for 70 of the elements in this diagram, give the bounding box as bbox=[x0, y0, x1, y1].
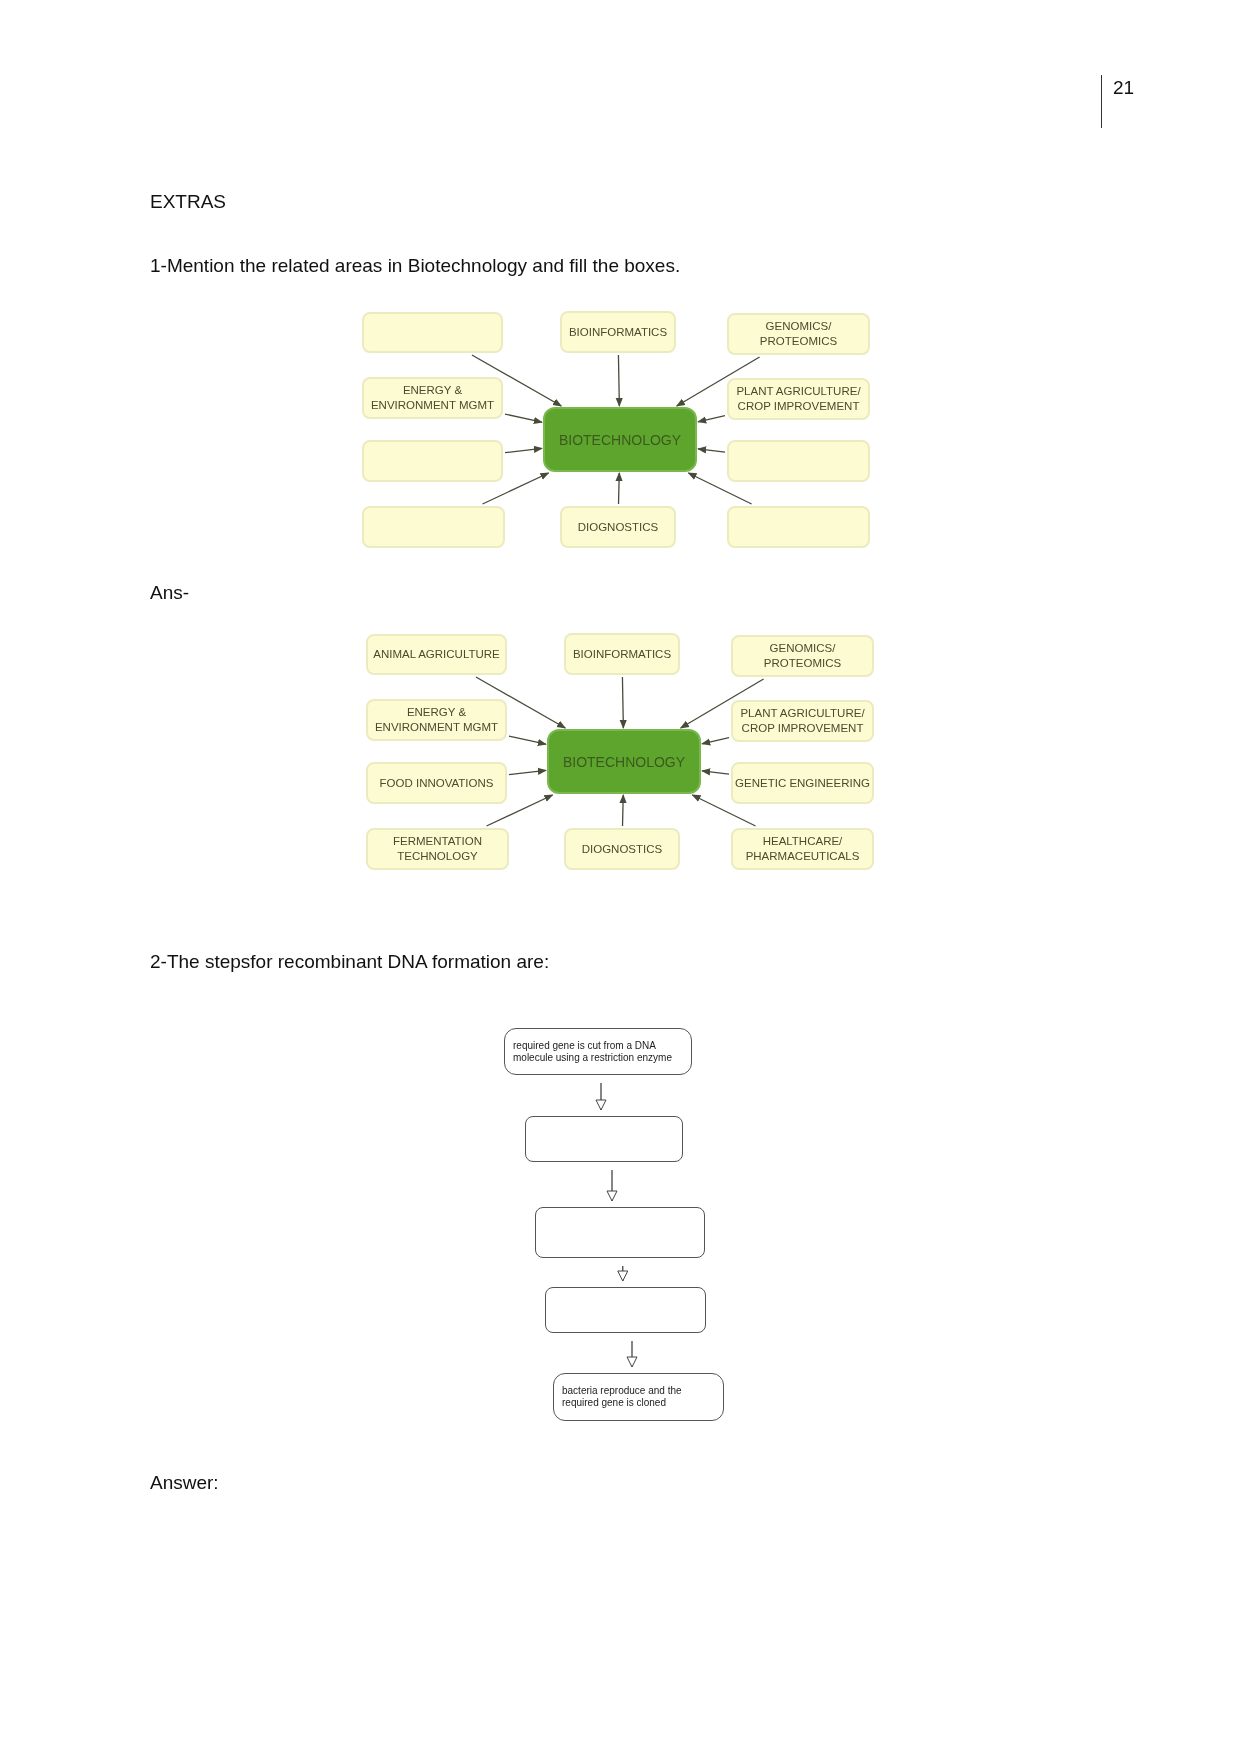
arrow bbox=[504, 413, 543, 424]
block-arrow bbox=[606, 1169, 618, 1202]
topic-label: GENOMICS/ PROTEOMICS bbox=[758, 319, 839, 349]
answer-heading: Ans- bbox=[150, 582, 190, 604]
topic-label: GENOMICS/ PROTEOMICS bbox=[762, 641, 843, 671]
topic-label: PLANT AGRICULTURE/ CROP IMPROVEMENT bbox=[735, 384, 862, 414]
arrow bbox=[697, 415, 726, 424]
arrow bbox=[701, 737, 730, 746]
arrow bbox=[679, 678, 765, 729]
arrow bbox=[615, 354, 623, 407]
topic-box bbox=[366, 634, 507, 675]
topic-box bbox=[560, 506, 676, 548]
arrow bbox=[619, 794, 627, 827]
central-topic-box bbox=[543, 407, 697, 472]
topic-label: PLANT AGRICULTURE/ CROP IMPROVEMENT bbox=[739, 706, 866, 736]
page-number: 21 bbox=[1113, 77, 1135, 99]
empty-box bbox=[362, 440, 503, 482]
central-topic-box bbox=[547, 729, 701, 794]
arrow bbox=[508, 767, 547, 776]
topic-box bbox=[731, 700, 874, 742]
empty-box bbox=[525, 1116, 683, 1162]
block-arrow bbox=[617, 1265, 629, 1282]
arrow bbox=[504, 445, 543, 454]
topic-label: DIOGNOSTICS bbox=[581, 841, 663, 857]
block-arrow bbox=[626, 1340, 638, 1368]
topic-box bbox=[366, 762, 507, 804]
arrow bbox=[508, 735, 547, 746]
block-arrow bbox=[595, 1082, 607, 1111]
topic-label: ANIMAL AGRICULTURE bbox=[373, 647, 500, 662]
topic-box bbox=[366, 828, 509, 870]
arrow bbox=[675, 356, 761, 407]
topic-box bbox=[727, 378, 870, 420]
topic-box bbox=[560, 311, 676, 353]
arrow bbox=[619, 676, 627, 729]
arrow bbox=[697, 446, 726, 454]
central-topic-label: BIOTECHNOLOGY bbox=[562, 753, 686, 770]
topic-label: FOOD INNOVATIONS bbox=[379, 775, 494, 791]
arrow bbox=[701, 768, 730, 776]
topic-label: GENETIC ENGINEERING bbox=[735, 775, 870, 791]
process-box bbox=[553, 1373, 724, 1421]
empty-box bbox=[727, 440, 870, 482]
topic-box bbox=[564, 633, 680, 675]
step-text: bacteria reproduce and the required gene is cloned bbox=[562, 1385, 683, 1409]
topic-label: BIOINFORMATICS bbox=[568, 324, 668, 340]
topic-label: ENERGY & ENVIRONMENT MGMT bbox=[373, 705, 500, 735]
empty-box bbox=[362, 506, 505, 548]
topic-box bbox=[731, 762, 874, 804]
answer-heading: Answer: bbox=[150, 1472, 219, 1494]
topic-label: DIOGNOSTICS bbox=[577, 519, 659, 535]
question-text: 2-The stepsfor recombinant DNA formation are: bbox=[150, 951, 550, 973]
topic-box bbox=[731, 635, 874, 677]
topic-box bbox=[727, 313, 870, 355]
topic-box bbox=[564, 828, 680, 870]
process-box bbox=[504, 1028, 692, 1075]
topic-label: FERMENTATION TECHNOLOGY bbox=[392, 834, 483, 864]
topic-label: ENERGY & ENVIRONMENT MGMT bbox=[369, 383, 496, 413]
empty-box bbox=[545, 1287, 706, 1333]
topic-box bbox=[362, 377, 503, 419]
central-topic-label: BIOTECHNOLOGY bbox=[558, 431, 682, 448]
empty-box bbox=[727, 506, 870, 548]
empty-box bbox=[535, 1207, 705, 1258]
section-heading: EXTRAS bbox=[150, 191, 227, 213]
step-text: required gene is cut from a DNA molecule using a restriction enzyme bbox=[513, 1039, 673, 1064]
empty-box bbox=[362, 312, 503, 353]
topic-box bbox=[731, 828, 874, 870]
question-text: 1-Mention the related areas in Biotechnology and fill the boxes. bbox=[150, 255, 681, 277]
topic-label: BIOINFORMATICS bbox=[572, 646, 672, 662]
topic-label: HEALTHCARE/ PHARMACEUTICALS bbox=[744, 834, 861, 864]
arrow bbox=[615, 472, 623, 505]
topic-box bbox=[366, 699, 507, 741]
